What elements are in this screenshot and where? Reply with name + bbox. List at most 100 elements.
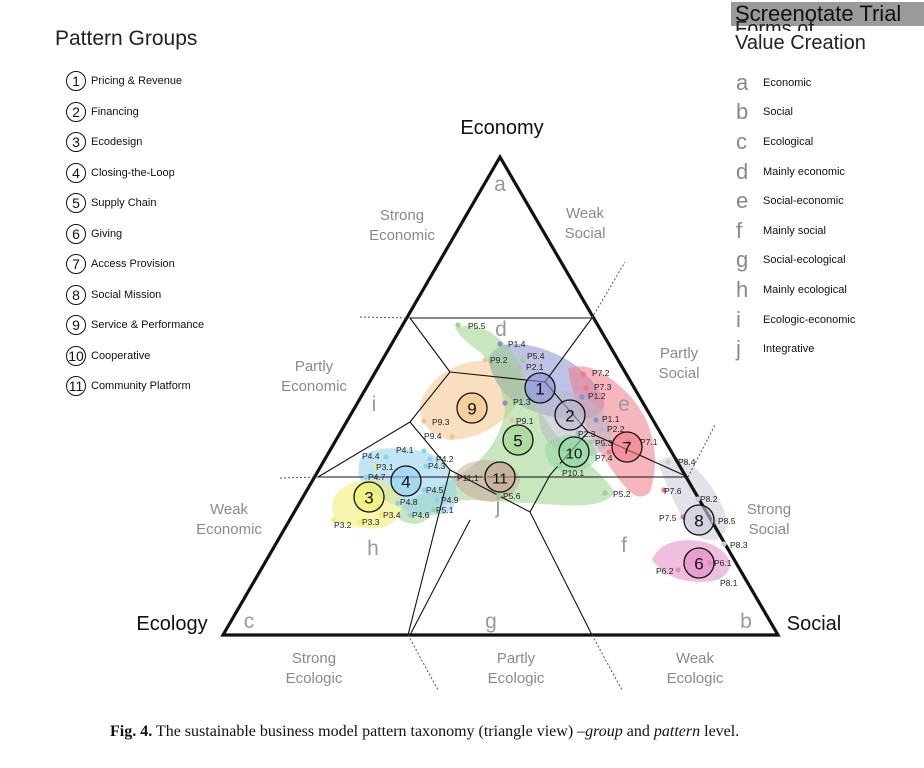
pattern-point [421, 448, 427, 454]
form-label: Mainly economic [763, 165, 845, 178]
form-letter: e [736, 188, 749, 214]
group-marker-number: 1 [535, 380, 544, 399]
caption-fig-number: Fig. 4. [110, 723, 153, 740]
pattern-label: P4.7 [368, 472, 386, 482]
side-label-partly-social: Social [659, 365, 700, 382]
zone-letter: d [495, 318, 507, 341]
pattern-label: P6.1 [714, 558, 732, 568]
group-marker-number: 8 [694, 512, 703, 531]
pattern-point [509, 417, 515, 423]
pattern-point [383, 454, 389, 460]
pattern-point [557, 463, 563, 469]
group-marker-4 [390, 465, 422, 497]
pattern-point [579, 394, 585, 400]
pattern-point [721, 541, 727, 547]
pattern-label: P3.2 [334, 520, 352, 530]
pattern-label: P7.4 [595, 453, 613, 463]
pattern-point [363, 474, 369, 480]
pattern-point [421, 487, 427, 493]
pattern-label: P5.2 [613, 489, 631, 499]
zone-letter: b [740, 610, 752, 633]
dotted-guide [407, 634, 439, 691]
pattern-label: P4.5 [426, 485, 444, 495]
pattern-point [502, 400, 508, 406]
group-marker-number: 11 [492, 471, 508, 488]
caption-and: and [622, 723, 654, 740]
caption-group: group [585, 723, 623, 740]
pattern-label: P7.5 [659, 513, 677, 523]
pattern-label: P6.2 [656, 566, 674, 576]
zone-letter: g [485, 610, 497, 633]
grid-line [409, 371, 451, 423]
dotted-guide [687, 424, 716, 478]
pattern-point [431, 507, 437, 513]
pattern-label: P4.1 [396, 445, 414, 455]
forms-of-value-title: Forms of Value Creation [735, 17, 866, 56]
pattern-label: P2.2 [607, 424, 625, 434]
pattern-point [580, 371, 586, 377]
vertex-label-social: Social [787, 613, 841, 635]
pattern-label: P1.2 [588, 391, 606, 401]
pattern-label: P4.9 [441, 495, 459, 505]
group-marker-6 [683, 547, 715, 579]
pattern-label: P1.4 [508, 339, 526, 349]
side-label-weak-social: Weak [566, 205, 605, 222]
pattern-label: P5.4 [527, 351, 545, 361]
pattern-point [373, 463, 379, 469]
pattern-point [434, 497, 440, 503]
pattern-label: P9.2 [490, 355, 508, 365]
side-label-weak-ecologic: Weak [676, 650, 715, 667]
form-label: Social-ecological [763, 254, 846, 267]
side-label-partly-ecologic: Partly [497, 650, 536, 667]
group-marker-2 [554, 399, 586, 431]
pattern-label: P3.4 [383, 510, 401, 520]
group-marker-1 [524, 372, 556, 404]
pattern-point [695, 496, 701, 502]
pattern-label: P2.3 [578, 429, 596, 439]
pattern-point [427, 456, 433, 462]
pattern-point [517, 365, 523, 371]
pattern-label: P8.4 [678, 457, 696, 467]
group-label: Pricing & Revenue [91, 75, 183, 88]
pattern-label: P11.1 [457, 473, 479, 483]
grid-line [409, 317, 451, 373]
zone-letter: a [494, 173, 506, 196]
pattern-point [378, 512, 384, 518]
pattern-point [520, 357, 526, 363]
pattern-label: P5.1 [436, 505, 454, 515]
form-label: Integrative [763, 343, 815, 356]
group-marker-number: 7 [622, 439, 631, 458]
forms-title-line1: Forms of [735, 18, 814, 31]
side-label-weak-economic: Economic [196, 521, 262, 538]
zone-letter: c [244, 610, 255, 633]
pattern-point [598, 427, 604, 433]
form-label: Economic [763, 76, 812, 89]
pattern-label: P4.2 [436, 454, 454, 464]
group-marker-10 [558, 436, 590, 468]
zone-letter: e [618, 393, 630, 416]
form-letter: c [736, 128, 747, 154]
side-label-strong-social: Strong [747, 501, 791, 518]
pattern-label: P9.3 [432, 417, 450, 427]
group-label: Social Mission [91, 288, 162, 301]
vertex-label-ecology: Ecology [136, 613, 207, 635]
group-marker-8 [683, 504, 715, 536]
pattern-point [593, 417, 599, 423]
group-number-badge: 9 [66, 315, 86, 336]
pattern-label: P7.3 [594, 382, 612, 392]
pattern-label: P4.6 [412, 510, 430, 520]
side-label-strong-economic: Strong [380, 207, 424, 224]
group-label: Giving [91, 227, 123, 240]
group-number-badge: 10 [66, 345, 86, 366]
zone-letter: i [372, 393, 377, 416]
pattern-point [423, 463, 429, 469]
